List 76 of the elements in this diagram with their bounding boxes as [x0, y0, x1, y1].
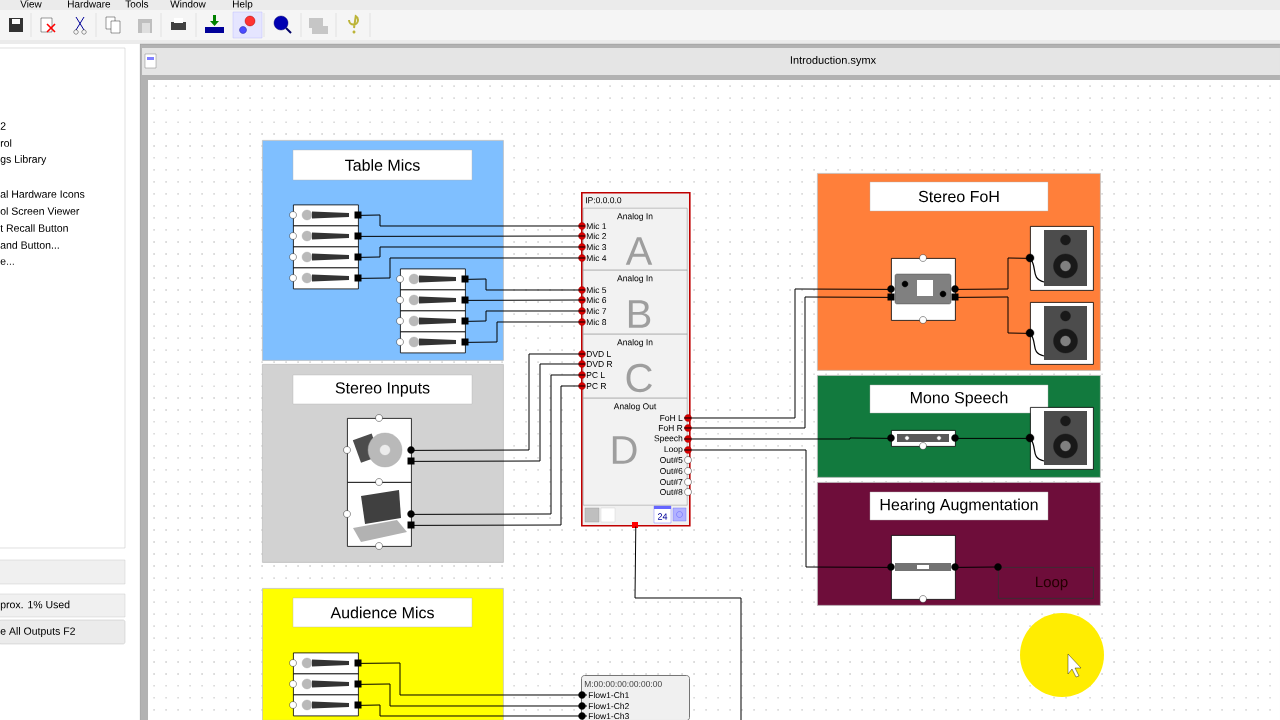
- input-port: Flow1-Ch2: [578, 702, 629, 710]
- connector-line: [358, 662, 588, 696]
- connector-line: [411, 353, 586, 451]
- microphone-picture: [396, 331, 469, 354]
- node-label: PC R: [586, 382, 607, 389]
- connector-line: [465, 321, 586, 343]
- node-label: Mic 1: [586, 222, 607, 230]
- node-label: Mic 3: [586, 243, 607, 251]
- input-port: Flow1-Ch1: [578, 691, 629, 699]
- document-title: Introduction.symx: [790, 55, 876, 67]
- node-label: PC L: [586, 371, 605, 378]
- speaker-picture: [1025, 226, 1094, 291]
- speaker-picture: [1025, 407, 1094, 470]
- input-port: Flow1-Ch3: [578, 712, 629, 720]
- node-label: Flow1-Ch3: [588, 712, 629, 720]
- rack-unit-picture: [887, 535, 959, 603]
- node-label: Mic 4: [586, 254, 607, 262]
- microphone-picture: [396, 289, 469, 312]
- node-label: Flow1-Ch1: [588, 691, 629, 699]
- node-label: Mic 8: [586, 318, 607, 326]
- menu-item: Window: [170, 0, 206, 8]
- connector-line: [465, 310, 586, 322]
- connector-line: [465, 299, 586, 301]
- rack-unit-picture: [887, 430, 959, 450]
- laptop-picture: [343, 478, 415, 550]
- tree-item: al Hardware Icons: [0, 190, 85, 198]
- node-label: Loop: [664, 446, 683, 454]
- tree-item: and Button...: [0, 241, 59, 249]
- tree-item: e...: [0, 259, 14, 265]
- node-label: Out#5: [660, 456, 683, 463]
- speaker-picture: [1025, 302, 1094, 365]
- command-button: e All Outputs F2: [0, 619, 126, 645]
- tree-item: 2: [0, 122, 6, 130]
- connector-line: [358, 257, 586, 279]
- node-label: Mic 7: [586, 307, 607, 315]
- connector-line: [358, 214, 586, 227]
- menu-item: Hardware: [68, 0, 111, 8]
- connector-line: [358, 683, 588, 707]
- microphone-picture: [289, 267, 362, 290]
- menu-item: Tools: [125, 0, 149, 8]
- node-label: Mic 6: [586, 296, 607, 304]
- microphone-picture: [289, 673, 362, 696]
- node-label: Speech: [654, 435, 683, 443]
- node-label: DVD R: [586, 361, 613, 367]
- node-label: Flow1-Ch2: [588, 702, 629, 710]
- tree-item: t Recall Button: [0, 224, 68, 232]
- connector-line: [634, 526, 742, 720]
- node-label: FoH R: [658, 425, 683, 431]
- media-player-picture: [343, 414, 415, 483]
- microphone-picture: [396, 310, 469, 333]
- node-label: Out#8: [660, 488, 683, 495]
- connector-line: [465, 278, 586, 291]
- tree-item: ol Screen Viewer: [0, 207, 80, 215]
- connector-line: [411, 363, 586, 462]
- tree-item: rol: [0, 139, 12, 147]
- menu-item: View: [20, 0, 42, 8]
- node-label: Mic 5: [586, 286, 607, 294]
- connector-line: [358, 704, 588, 717]
- node-label: FoH L: [660, 415, 683, 421]
- amplifier-picture: [887, 254, 959, 324]
- microphone-picture: [289, 694, 362, 717]
- status-field: prox. 1% Used: [0, 593, 126, 618]
- menu-item: Help: [233, 0, 253, 10]
- node-label: DVD L: [586, 351, 611, 357]
- microphone-picture: [289, 652, 362, 675]
- tree-item: gs Library: [0, 155, 47, 165]
- output-box: Loop: [994, 563, 1094, 599]
- connector-line: [358, 235, 586, 237]
- microphone-picture: [289, 225, 362, 248]
- node-label: Out#6: [660, 467, 683, 474]
- node-label: Mic 2: [586, 232, 607, 240]
- connector-line: [358, 246, 586, 258]
- microphone-picture: [289, 246, 362, 269]
- microphone-picture: [396, 268, 469, 291]
- microphone-picture: [289, 204, 362, 227]
- node-label: Out#7: [660, 478, 683, 485]
